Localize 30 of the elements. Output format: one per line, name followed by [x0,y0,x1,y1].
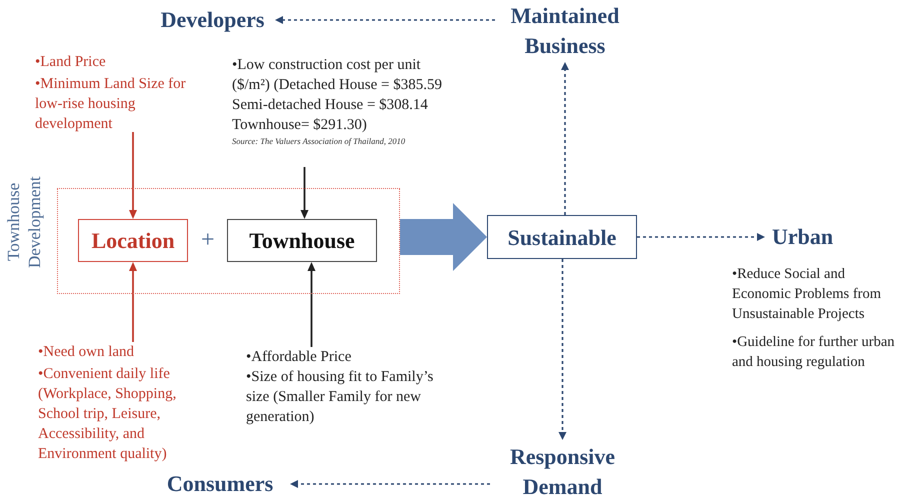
bullet-text: •Reduce Social and Economic Problems from Unsustainable Projects [732,265,882,324]
bullet-text: •Guideline for further urban and housing regulation [732,333,896,372]
arrow [300,167,308,219]
concept-box: Townhouse [227,219,377,262]
heading-text: Urban [772,223,834,251]
dashed-arrow [275,16,495,24]
arrow [129,132,137,219]
arrow [129,262,137,342]
bullet-text: •Minimum Land Size for low-rise housing development [35,75,187,134]
concept-box: Location [78,219,188,262]
dashed-arrow [290,480,490,488]
dashed-arrow [561,62,569,215]
plus-sign: + [201,226,215,254]
bullet-text: •Land Price [35,53,107,72]
heading-text: Responsive Demand [508,442,616,500]
heading-text: Developers [160,6,264,34]
bullet-text: •Size of housing fit to Family’s size (Smaller Family for new generation) [246,368,434,427]
concept-box: Sustainable [487,215,637,259]
group-label: Townhouse Development [3,175,45,270]
block-arrow [400,203,487,271]
bullet-text: •Convenient daily life (Workplace, Shopping, School trip, Leisure, Accessibility, and Environment quality) [38,365,178,464]
arrow [308,262,316,347]
dashed-arrow [558,259,566,440]
source-note: Source: The Valuers Association of Thailand, 2010 [232,135,406,147]
heading-text: Maintained Business [510,2,620,60]
heading-text: Consumers [166,470,274,498]
bullet-text: •Affordable Price [246,348,352,367]
bullet-text: •Need own land [38,343,136,362]
dashed-arrow [637,233,765,241]
bullet-text: •Low construction cost per unit ($/m²) (Detached House = $385.59 Semi-detached House = $308.14 Townhouse= $291.30) [232,56,443,135]
